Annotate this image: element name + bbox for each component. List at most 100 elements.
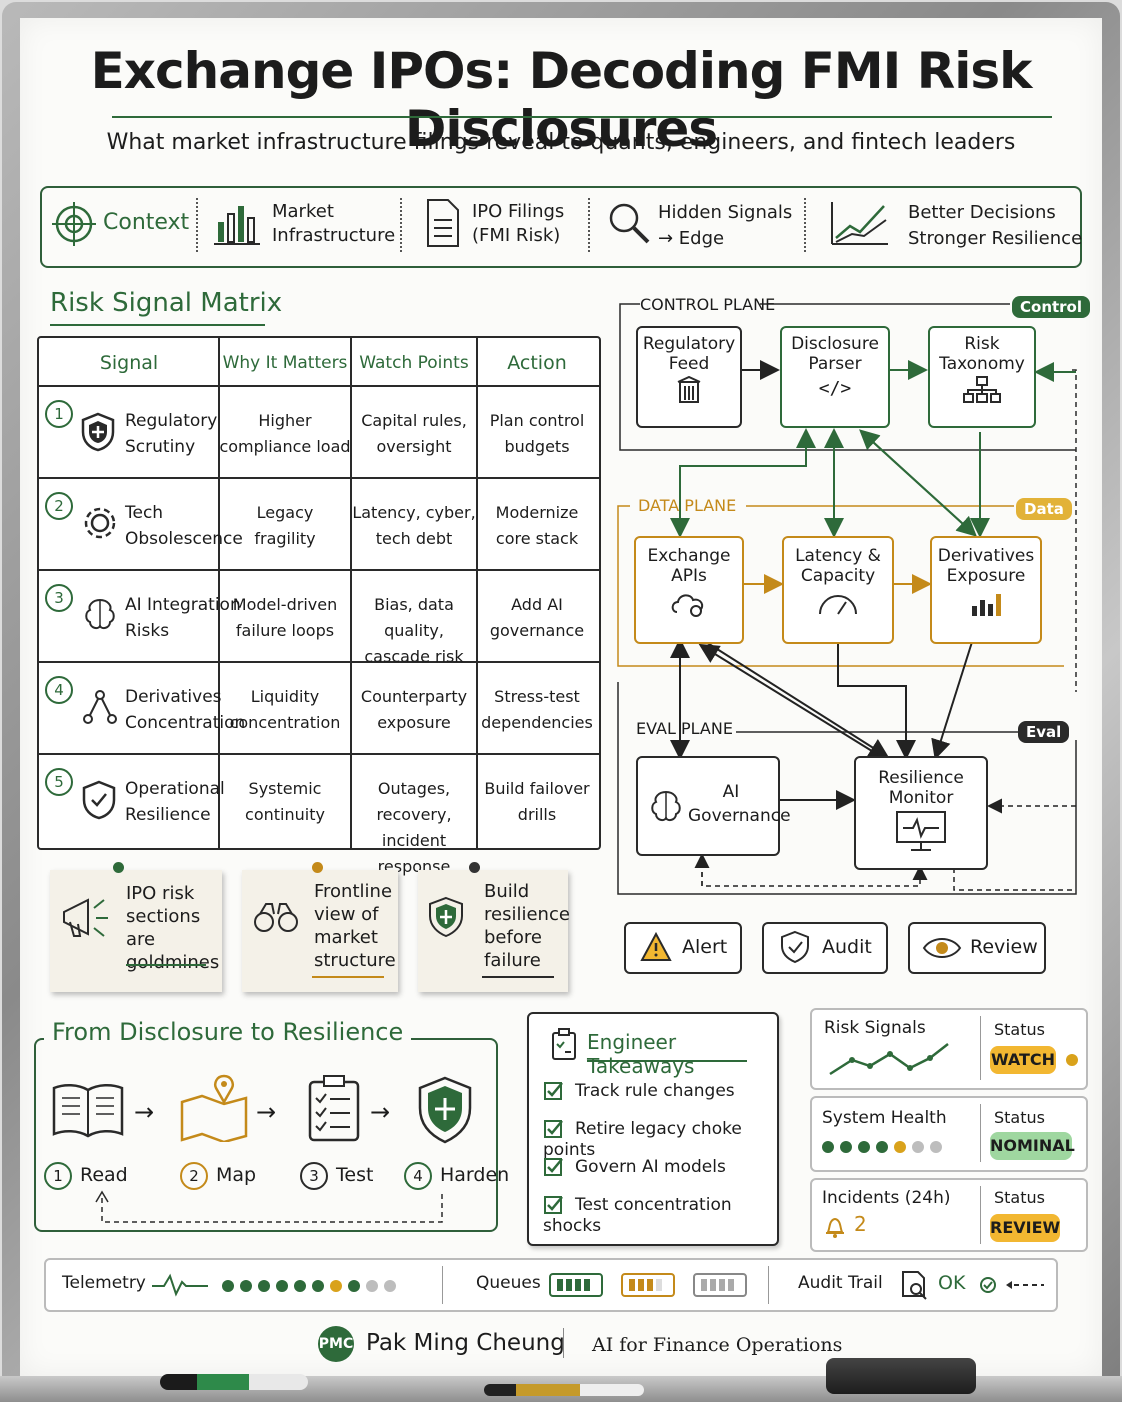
pushpin: [469, 862, 480, 873]
eye-icon: [922, 938, 962, 958]
takeaway-text: Retire legacy choke points: [543, 1119, 742, 1160]
node-label: Disclosure: [791, 334, 879, 354]
brain-icon: [651, 790, 681, 822]
hierarchy-icon: [963, 376, 1001, 403]
queues-label: Queues: [476, 1273, 541, 1293]
checkbox-icon: [544, 1082, 563, 1100]
risk-signals-label: Risk Signals: [824, 1018, 926, 1038]
note-line: Build: [484, 881, 530, 902]
pushpin: [312, 862, 323, 873]
system-health-card: System Health Status NOMINAL: [810, 1096, 1088, 1172]
health-dot: [822, 1141, 834, 1153]
status-badge-review: REVIEW: [990, 1214, 1060, 1242]
telemetry-dot: [330, 1280, 342, 1292]
arrow-right-icon: →: [134, 1098, 155, 1126]
step-number: 1: [44, 1162, 72, 1190]
node-label: Monitor: [888, 788, 954, 808]
row-number: 2: [45, 492, 73, 520]
cloud-gear-icon: [671, 594, 704, 617]
derivatives-exposure-node: Derivatives Exposure: [930, 536, 1042, 644]
node-label: Resilience: [878, 768, 964, 788]
review-label: Review: [970, 936, 1038, 958]
title-underline: [112, 116, 1052, 118]
audit-ok-status: OK: [938, 1272, 966, 1294]
matrix-grid-lines: [39, 338, 599, 848]
alert-button[interactable]: Alert: [624, 922, 742, 974]
node-label: Taxonomy: [939, 354, 1025, 374]
checkbox-icon: [544, 1158, 563, 1176]
arrow-right-icon: →: [256, 1098, 277, 1126]
architecture-diagram: [617, 303, 1077, 895]
feedback-loop-arrow: [95, 1190, 443, 1223]
sticky-note: IPO risk sections are goldmines: [50, 870, 222, 992]
step-number: 4: [404, 1162, 432, 1190]
review-button[interactable]: Review: [908, 922, 1046, 974]
status-label: Status: [994, 1020, 1045, 1039]
yellow-marker[interactable]: [484, 1384, 644, 1396]
takeaway-item: Retire legacy choke points: [543, 1118, 777, 1160]
node-label: Regulatory: [642, 334, 736, 354]
note-underline: [126, 964, 206, 966]
shield-check-icon: [81, 780, 117, 824]
matrix-header-why: Why It Matters: [222, 353, 348, 373]
regulatory-feed-node: Regulatory Feed: [636, 326, 742, 428]
takeaway-text: Track rule changes: [575, 1081, 735, 1101]
step-label: Map: [216, 1164, 257, 1186]
shield-check-icon: [781, 930, 809, 964]
row-number: 4: [45, 676, 73, 704]
telemetry-dot: [294, 1280, 306, 1292]
latency-capacity-node: Latency & Capacity: [782, 536, 894, 644]
takeaway-text: Test concentration shocks: [543, 1195, 732, 1236]
market-line-2: Infrastructure: [272, 225, 396, 246]
green-marker[interactable]: [160, 1374, 308, 1390]
bar-chart-icon: [972, 594, 1001, 616]
document-icon: [427, 199, 459, 247]
ai-governance-node: AI Governance: [636, 756, 791, 856]
note-underline: [482, 976, 554, 978]
gear-icon: [81, 504, 119, 546]
node-label: Governance: [688, 806, 791, 826]
audit-button[interactable]: Audit: [762, 922, 888, 974]
trend-up-icon: [831, 202, 888, 245]
telemetry-dot: [240, 1280, 252, 1292]
note-line: before: [484, 927, 542, 948]
sparkline-icon: [829, 1043, 949, 1076]
note-underline: [312, 976, 384, 978]
audit-label: Audit: [822, 936, 872, 958]
megaphone-icon: [63, 898, 108, 937]
node-label: Exposure: [946, 566, 1026, 586]
heartbeat-icon: [152, 1273, 208, 1297]
health-dot: [894, 1141, 906, 1153]
sticky-note: Build resilience before failure: [418, 870, 570, 992]
telemetry-dot: [258, 1280, 270, 1292]
risk-signal-matrix: Signal Why It Matters Watch Points Actio…: [37, 336, 601, 876]
watch-cell: Capital rules,oversight: [361, 411, 467, 456]
target-icon: [52, 202, 96, 246]
note-line: sections are: [126, 906, 201, 950]
building-icon: [677, 375, 701, 403]
eraser[interactable]: [826, 1358, 976, 1394]
status-badge-nominal: NOMINAL: [990, 1132, 1075, 1160]
risk-signals-card: Risk Signals Status WATCH: [810, 1008, 1088, 1090]
status-dot: [1066, 1054, 1078, 1066]
checklist-icon: [308, 1075, 360, 1142]
takeaways-underline: [587, 1060, 747, 1062]
row-number: 3: [45, 584, 73, 612]
incidents-card: Incidents (24h) 2 Status REVIEW: [810, 1178, 1088, 1252]
market-infrastructure-label: Market Infrastructure: [272, 200, 395, 248]
context-label: Context: [103, 210, 190, 235]
divider: [980, 1186, 981, 1244]
takeaways-title: Engineer Takeaways: [587, 1030, 695, 1078]
bell-icon: [826, 1217, 844, 1238]
context-bar: [40, 186, 1082, 268]
health-dot: [858, 1141, 870, 1153]
node-label: Parser: [808, 354, 862, 374]
